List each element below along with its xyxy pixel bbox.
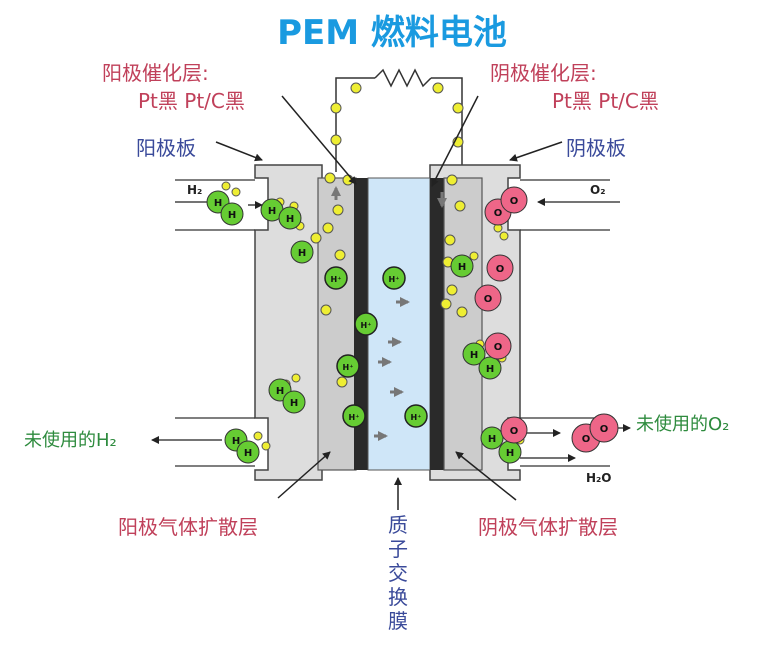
oxygen-atoms: O O O O O O O O — [474, 186, 619, 453]
h-atom: H — [290, 240, 314, 264]
svg-text:H: H — [506, 448, 514, 459]
svg-text:H: H — [244, 448, 252, 459]
svg-text:H: H — [486, 364, 494, 375]
h-atom: H — [450, 254, 474, 278]
h-atom: H — [220, 202, 244, 226]
svg-text:膜: 膜 — [388, 609, 408, 633]
svg-text:H: H — [232, 436, 240, 447]
h2-inlet-label: H₂ — [187, 183, 202, 197]
h-atom: H — [462, 342, 486, 366]
svg-text:O: O — [484, 294, 493, 305]
page-title: PEM 燃料电池 — [277, 13, 507, 53]
h-atom: H — [478, 356, 502, 380]
svg-text:H: H — [228, 210, 236, 221]
svg-text:O: O — [510, 426, 519, 437]
svg-text:质: 质 — [388, 513, 408, 537]
flow-arrows — [331, 186, 447, 441]
cathode-gas-diffusion-layer — [443, 177, 483, 471]
cathode-catalyst-layer — [430, 178, 444, 470]
h-atom: H — [260, 198, 284, 222]
svg-text:H: H — [470, 350, 478, 361]
svg-text:O: O — [510, 196, 519, 207]
svg-text:O: O — [494, 208, 503, 219]
svg-text:H⁺: H⁺ — [389, 275, 400, 284]
gas-channels — [175, 179, 610, 467]
h-plus-ion: H⁺ — [336, 354, 360, 378]
o-atom: O — [589, 413, 619, 443]
o-atom: O — [486, 254, 514, 282]
h2o-outlet-label: H₂O — [586, 471, 612, 485]
o2-inlet-label: O₂ — [590, 183, 605, 197]
svg-text:H: H — [290, 398, 298, 409]
svg-text:子: 子 — [388, 537, 408, 561]
unused-h2-label: 未使用的H₂ — [24, 430, 117, 451]
svg-text:H⁺: H⁺ — [411, 413, 422, 422]
anode-gdl-label: 阳极气体扩散层 — [118, 515, 258, 539]
anode-catalyst-material: Pt黑 Pt/C黑 — [138, 89, 245, 113]
membrane-label: 质 子 交 换 膜 — [388, 513, 408, 633]
svg-text:H: H — [458, 262, 466, 273]
h-atom: H — [236, 440, 260, 464]
svg-text:H: H — [286, 214, 294, 225]
protons: H⁺ H⁺ H⁺ H⁺ H⁺ H⁺ — [324, 266, 428, 428]
o-atom: O — [484, 332, 512, 360]
svg-text:H: H — [488, 434, 496, 445]
h-atom: H — [278, 206, 302, 230]
cathode-catalyst-material: Pt黑 Pt/C黑 — [552, 89, 659, 113]
svg-text:O: O — [496, 264, 505, 275]
svg-text:O: O — [582, 434, 591, 445]
o-atom: O — [474, 284, 502, 312]
h-plus-ion: H⁺ — [382, 266, 406, 290]
svg-text:H⁺: H⁺ — [361, 321, 372, 330]
svg-text:O: O — [494, 342, 503, 353]
svg-text:O: O — [600, 424, 609, 435]
svg-text:交: 交 — [388, 561, 408, 585]
resistor-icon — [374, 68, 432, 88]
hydrogen-atoms: H H H H H H H H H H H H H H — [206, 190, 522, 464]
svg-text:H: H — [298, 248, 306, 259]
o-atom: O — [500, 416, 528, 444]
svg-text:H: H — [268, 206, 276, 217]
anode-plate-label: 阳极板 — [136, 136, 196, 160]
h-plus-ion: H⁺ — [342, 404, 366, 428]
svg-text:H: H — [276, 386, 284, 397]
h-plus-ion: H⁺ — [404, 404, 428, 428]
cathode-catalyst-label: 阴极催化层: — [490, 61, 597, 85]
h-atom: H — [480, 426, 504, 450]
h-plus-ion: H⁺ — [354, 312, 378, 336]
h-plus-ion: H⁺ — [324, 266, 348, 290]
cathode-plate-label: 阴极板 — [566, 136, 626, 160]
callout-arrows — [215, 95, 563, 510]
svg-text:H⁺: H⁺ — [343, 363, 354, 372]
svg-text:换: 换 — [388, 585, 408, 609]
h-atom: H — [498, 440, 522, 464]
h-atom: H — [282, 390, 306, 414]
anode-catalyst-label: 阳极催化层: — [102, 61, 209, 85]
svg-text:H⁺: H⁺ — [331, 275, 342, 284]
o-atom: O — [500, 186, 528, 214]
unused-o2-label: 未使用的O₂ — [636, 414, 729, 435]
svg-text:H⁺: H⁺ — [349, 413, 360, 422]
cathode-gdl-label: 阴极气体扩散层 — [478, 515, 618, 539]
svg-text:H: H — [214, 198, 222, 209]
